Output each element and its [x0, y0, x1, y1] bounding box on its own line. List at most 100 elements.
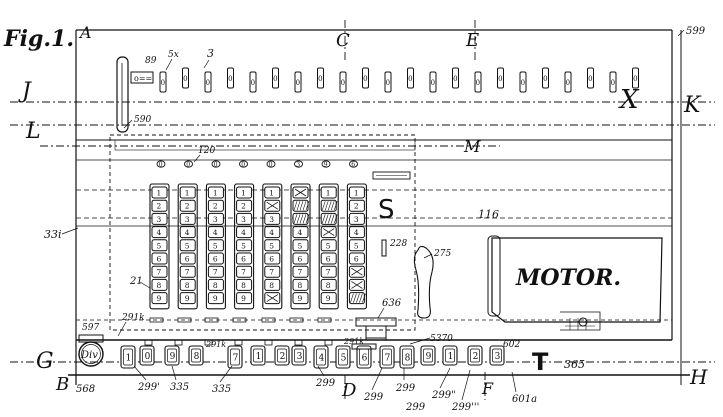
ref-299-b: 299	[363, 392, 384, 403]
keyboard-key[interactable]: 5	[264, 239, 281, 252]
keyboard-key[interactable]	[264, 199, 281, 212]
keyboard-key[interactable]: 2	[348, 199, 365, 212]
keyboard-key[interactable]: 4	[179, 226, 196, 239]
keyboard-key[interactable]	[292, 186, 309, 199]
keyboard-key-digit: 5	[157, 241, 162, 250]
keyboard-key[interactable]: 6	[151, 252, 168, 265]
keyboard-key[interactable]: 9	[292, 292, 309, 305]
operation-key[interactable]: 1	[120, 345, 136, 369]
operation-key[interactable]: 7	[379, 345, 395, 369]
operation-key[interactable]: 8	[188, 345, 204, 366]
keyboard-key[interactable]: 4	[292, 226, 309, 239]
counter-window: 0	[384, 71, 392, 93]
reference-numerals: 599 89 5x 3 590 120 116 33i 228 275 21 6…	[44, 26, 706, 413]
keyboard-key[interactable]: 7	[207, 265, 224, 278]
operation-key[interactable]: 5	[335, 345, 351, 369]
keyboard-key[interactable]: 7	[320, 265, 337, 278]
operation-key[interactable]: 3	[291, 345, 307, 366]
keyboard-key[interactable]: 8	[264, 278, 281, 291]
keyboard-key[interactable]	[292, 212, 310, 225]
keyboard-key[interactable]: 3	[207, 212, 224, 225]
keyboard-key[interactable]	[264, 292, 281, 305]
keyboard-key[interactable]: 2	[179, 199, 196, 212]
operation-key[interactable]: 9	[420, 345, 436, 366]
counter-window: 0	[407, 67, 414, 89]
keyboard-key[interactable]: 9	[207, 292, 224, 305]
keyboard-key[interactable]: 6	[207, 252, 224, 265]
keyboard-key[interactable]: 9	[320, 292, 337, 305]
keyboard-key[interactable]: 4	[207, 226, 224, 239]
keyboard-key[interactable]	[292, 199, 310, 212]
keyboard-key[interactable]: 4	[348, 226, 365, 239]
keyboard-key[interactable]: 4	[264, 226, 281, 239]
keyboard-key[interactable]: 4	[236, 226, 253, 239]
keyboard-key[interactable]: 3	[236, 212, 253, 225]
keyboard-key[interactable]: 5	[292, 239, 309, 252]
keyboard-key[interactable]: 7	[236, 265, 253, 278]
keyboard-key[interactable]	[320, 212, 338, 225]
keyboard-key[interactable]: 6	[348, 252, 365, 265]
keyboard-key[interactable]	[320, 199, 338, 212]
keyboard-key[interactable]: 5	[179, 239, 196, 252]
keyboard-key[interactable]: 3	[179, 212, 196, 225]
keyboard-key[interactable]: 1	[264, 186, 281, 199]
keyboard-key[interactable]: 3	[348, 212, 365, 225]
keyboard-key-digit: 6	[185, 255, 190, 264]
keyboard-key-digit: 6	[354, 255, 359, 264]
operation-key[interactable]: 2	[467, 345, 483, 366]
operation-key[interactable]: 2	[274, 345, 290, 366]
keyboard-key[interactable]: 5	[236, 239, 253, 252]
operation-key[interactable]: 7	[227, 345, 243, 369]
keyboard-key[interactable]: 5	[348, 239, 365, 252]
keyboard-key-digit: 7	[241, 268, 246, 277]
keyboard-key[interactable]: 4	[151, 226, 168, 239]
keyboard-key[interactable]: 3	[264, 212, 281, 225]
keyboard-key[interactable]: 8	[292, 278, 309, 291]
operation-key[interactable]: 9	[164, 345, 180, 366]
keyboard-key[interactable]: 7	[151, 265, 168, 278]
keyboard-key[interactable]: 9	[151, 292, 168, 305]
operation-key[interactable]: 3	[489, 345, 505, 366]
operation-key[interactable]: 1	[250, 345, 266, 366]
section-letter-d: D	[341, 380, 357, 401]
keyboard-key[interactable]: 1	[320, 186, 337, 199]
keyboard-key[interactable]: 5	[207, 239, 224, 252]
operation-key[interactable]: 8	[399, 345, 415, 369]
keyboard-key[interactable]: 8	[236, 278, 253, 291]
keyboard-key[interactable]: 1	[348, 186, 365, 199]
keyboard-key[interactable]: 6	[320, 252, 337, 265]
keyboard-key[interactable]: 8	[320, 278, 337, 291]
keyboard-key[interactable]: 9	[236, 292, 253, 305]
ref-335-b: 335	[212, 384, 231, 395]
keyboard-key[interactable]	[348, 278, 365, 291]
keyboard-key[interactable]: 9	[179, 292, 196, 305]
keyboard-key[interactable]: 7	[264, 265, 281, 278]
keyboard-key[interactable]	[348, 292, 366, 305]
keyboard-key[interactable]: 1	[236, 186, 253, 199]
operation-key[interactable]: 0	[139, 345, 155, 366]
operation-key[interactable]: 6	[356, 345, 372, 369]
keyboard-key[interactable]: 3	[151, 212, 168, 225]
operation-key[interactable]: 4	[313, 345, 329, 369]
keyboard-key[interactable]: 5	[151, 239, 168, 252]
keyboard-key[interactable]: 2	[151, 199, 168, 212]
keyboard-key[interactable]: 8	[151, 278, 168, 291]
keyboard-key[interactable]: 7	[292, 265, 309, 278]
keyboard-key[interactable]: 7	[179, 265, 196, 278]
keyboard-key[interactable]: 8	[207, 278, 224, 291]
keyboard-key[interactable]: 6	[292, 252, 309, 265]
keyboard-key[interactable]: 2	[207, 199, 224, 212]
keyboard-key[interactable]: 6	[264, 252, 281, 265]
keyboard-key[interactable]: 5	[320, 239, 337, 252]
operation-key[interactable]: 1	[442, 345, 458, 366]
keyboard-key[interactable]	[348, 265, 365, 278]
keyboard-key[interactable]: 8	[179, 278, 196, 291]
keyboard-key[interactable]: 1	[179, 186, 196, 199]
keyboard-key[interactable]	[320, 226, 337, 239]
keyboard-key[interactable]: 1	[151, 186, 168, 199]
keyboard-key[interactable]: 1	[207, 186, 224, 199]
keyboard-key[interactable]: 6	[236, 252, 253, 265]
keyboard-key[interactable]: 2	[236, 199, 253, 212]
keyboard-key[interactable]: 6	[179, 252, 196, 265]
